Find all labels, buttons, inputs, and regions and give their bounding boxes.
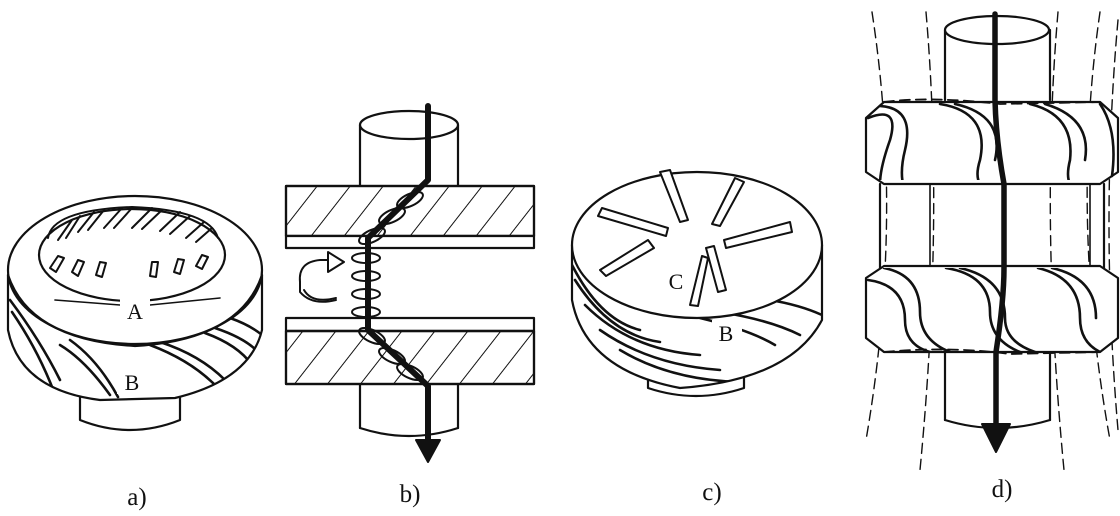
panel-a-label-b: B bbox=[125, 370, 140, 395]
caption-d: d) bbox=[992, 476, 1013, 503]
panel-d-double-inducer bbox=[864, 11, 1120, 471]
caption-b: b) bbox=[400, 481, 421, 508]
caption-a: a) bbox=[127, 484, 146, 511]
panel-c-label-c: C bbox=[669, 269, 684, 294]
caption-c: c) bbox=[702, 479, 721, 506]
flow-arrow-icon bbox=[365, 103, 441, 463]
flow-arrow-icon bbox=[981, 11, 1011, 453]
panel-a-label-a: A bbox=[127, 299, 143, 324]
panel-b-cross-section bbox=[284, 103, 536, 463]
panel-c-label-b: B bbox=[719, 321, 734, 346]
panel-c-impeller: C B bbox=[570, 169, 824, 398]
rotation-arrow-icon bbox=[298, 251, 345, 303]
panel-a-inducer: A B bbox=[6, 194, 264, 432]
